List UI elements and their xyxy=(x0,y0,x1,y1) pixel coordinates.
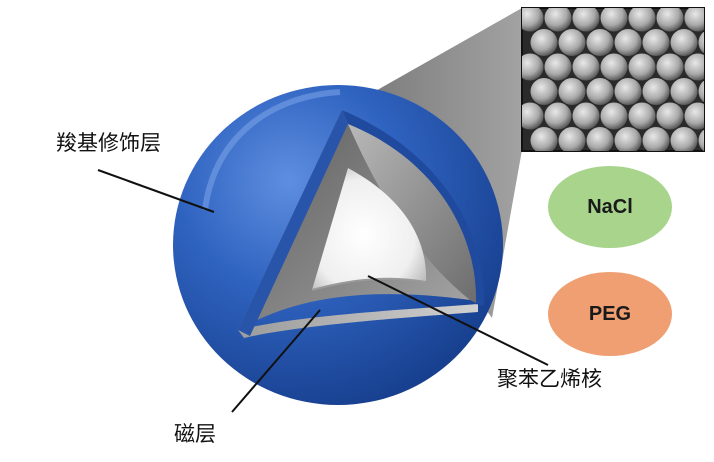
sem-bead xyxy=(628,8,656,32)
sem-bead xyxy=(656,53,684,81)
sem-bead xyxy=(628,102,656,130)
sem-bead-grid xyxy=(522,8,712,179)
magnetic-layer-right-face xyxy=(342,110,479,304)
shell-cut-rim xyxy=(238,110,348,336)
leader-core xyxy=(367,275,549,366)
nacl-badge: NaCl xyxy=(548,166,672,248)
sem-bead xyxy=(545,152,572,179)
sem-bead xyxy=(657,152,684,179)
shell-cut-rim-right xyxy=(342,110,485,306)
sem-bead xyxy=(572,53,600,81)
sem-bead xyxy=(530,29,558,56)
sem-bead xyxy=(530,78,558,105)
sem-bead xyxy=(614,29,642,56)
shell-highlight xyxy=(202,89,341,211)
leader-carboxyl xyxy=(97,169,215,213)
sem-bead xyxy=(558,127,586,151)
carboxyl-layer-label: 羧基修饰层 xyxy=(56,131,161,155)
sem-bead xyxy=(522,8,544,32)
sem-bead xyxy=(522,102,544,130)
polystyrene-core xyxy=(312,168,427,290)
sem-bead xyxy=(572,8,600,32)
sem-bead xyxy=(698,80,704,103)
sem-bead xyxy=(558,29,586,56)
sem-bead xyxy=(670,29,698,56)
sem-bead xyxy=(642,127,670,151)
sem-bead xyxy=(544,53,572,81)
leader-magnetic xyxy=(231,309,321,413)
sem-bead xyxy=(698,129,704,151)
peg-badge: PEG xyxy=(548,272,672,356)
sem-bead xyxy=(684,8,704,32)
sem-bead xyxy=(656,8,684,32)
sem-bead xyxy=(685,152,712,179)
sem-bead xyxy=(684,53,704,81)
sem-bead xyxy=(572,102,600,130)
sem-bead xyxy=(544,102,572,130)
sem-bead xyxy=(522,53,544,81)
sem-bead xyxy=(698,31,704,54)
sem-bead xyxy=(600,8,628,32)
sem-bead xyxy=(614,127,642,151)
sem-bead xyxy=(670,127,698,151)
sem-bead xyxy=(684,102,704,130)
sem-bead xyxy=(614,78,642,105)
sem-bead xyxy=(558,78,586,105)
sem-bead xyxy=(586,78,614,105)
sem-bead xyxy=(544,8,572,32)
magnetic-layer-label: 磁层 xyxy=(174,422,216,446)
sem-bead xyxy=(642,29,670,56)
polystyrene-core-label: 聚苯乙烯核 xyxy=(497,367,602,391)
sem-bead xyxy=(530,127,558,151)
sem-bead xyxy=(642,78,670,105)
sem-bead xyxy=(586,127,614,151)
sem-bead xyxy=(656,102,684,130)
magnetic-layer-bottom-face xyxy=(238,304,478,338)
sem-bead xyxy=(600,102,628,130)
sem-bead xyxy=(586,29,614,56)
sem-bead xyxy=(670,78,698,105)
sem-bead xyxy=(628,53,656,81)
sem-bead xyxy=(600,53,628,81)
